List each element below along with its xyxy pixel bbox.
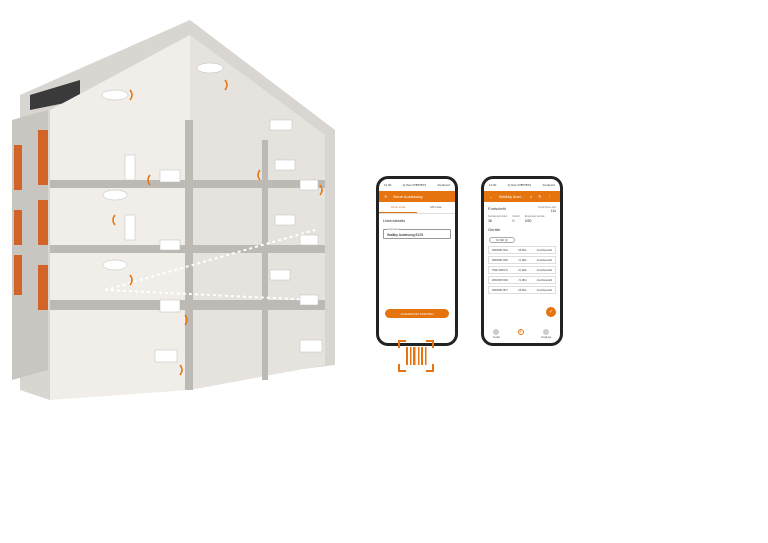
- stat-value: 0/30: [524, 219, 532, 223]
- field-label: Listenname: [387, 228, 400, 231]
- search-icon[interactable]: ⌕: [529, 194, 533, 199]
- phone-walkby-reading: 11:30 Q-Test 378878XX Funknetz ← Walkby …: [481, 176, 563, 346]
- device-status: Anschlusszahl: [536, 258, 552, 262]
- nav-label: Vorgänge: [540, 336, 552, 339]
- stat-value: 38: [488, 219, 492, 223]
- device-row[interactable]: WMW0871871 -65 dBm Anschlusszahl: [488, 286, 556, 294]
- device-id: WMW0874030: [492, 278, 508, 282]
- start-reading-button[interactable]: AUSLESUNG STARTEN: [385, 309, 449, 318]
- device-row[interactable]: HWE 28D0170 -61 dBm Anschlusszahl: [488, 266, 556, 274]
- device-rssi: -65 dBm: [517, 288, 527, 292]
- app-bar: ← Walkby Ausl... ⌕ ✎ ⋮: [484, 191, 560, 202]
- check-fab-button[interactable]: ✓: [546, 307, 556, 317]
- field-value: Walkby Auslesung 8125: [387, 233, 424, 237]
- device-id: WMW0871004: [492, 248, 508, 252]
- device-id: WMW0871480: [492, 258, 508, 262]
- stat-label: Geräte gefunden: [488, 215, 508, 218]
- device-status: Anschlusszahl: [536, 288, 552, 292]
- page-title: Neue Auslesung: [393, 194, 423, 199]
- stat-label: Erwartete Geräte: [524, 215, 545, 218]
- edit-icon[interactable]: ✎: [538, 194, 542, 199]
- device-rssi: -71 dBm: [517, 258, 527, 262]
- tab-without-list[interactable]: Ohne Liste: [379, 202, 417, 213]
- device-id: WMW0871871: [492, 288, 508, 292]
- status-device: Q-Test 378878XX: [507, 183, 532, 187]
- bottom-nav: Geräte + Vorgänge: [484, 329, 560, 339]
- more-icon[interactable]: ⋮: [547, 194, 552, 199]
- progress-title: Fortschritt: [488, 206, 506, 211]
- section-title: Listendetails: [383, 218, 406, 223]
- device-row[interactable]: WMW0874030 -71 dBm Anschlusszahl: [488, 276, 556, 284]
- stat-label: Fehler: [512, 215, 520, 218]
- device-status: Anschlusszahl: [536, 248, 552, 252]
- device-rssi: -71 dBm: [517, 278, 527, 282]
- app-bar: ✕ Neue Auslesung: [379, 191, 455, 202]
- status-network: Funknetz: [542, 183, 555, 187]
- phone-new-reading: 11:30 Q-Test 378878XX Funknetz ✕ Neue Au…: [376, 176, 458, 346]
- elapsed-value: 11s: [550, 209, 556, 213]
- house-cutaway-illustration: [12, 20, 335, 400]
- nav-processes[interactable]: Vorgänge: [541, 329, 551, 339]
- device-row[interactable]: WMW0871004 -55 dBm Anschlusszahl: [488, 246, 556, 254]
- close-icon[interactable]: ✕: [384, 194, 388, 199]
- nav-add[interactable]: +: [517, 329, 524, 335]
- stat-value: 0: [512, 219, 515, 223]
- device-rssi: -55 dBm: [517, 248, 527, 252]
- status-device: Q-Test 378878XX: [402, 183, 427, 187]
- barcode-scan-icon: [398, 340, 434, 372]
- device-rssi: -61 dBm: [517, 268, 527, 272]
- status-time: 11:30: [384, 183, 392, 187]
- list-name-input[interactable]: Listenname Walkby Auslesung 8125: [383, 228, 451, 239]
- device-row[interactable]: WMW0871480 -71 dBm Anschlusszahl: [488, 256, 556, 264]
- device-status: Anschlusszahl: [536, 268, 552, 272]
- page-title: Walkby Ausl...: [499, 194, 524, 199]
- status-bar: 11:30 Q-Test 378878XX Funknetz: [379, 179, 455, 191]
- status-time: 11:30: [489, 183, 497, 187]
- filter-button[interactable]: FILTER (0): [489, 237, 515, 243]
- elapsed-label: Verstrichene Zeit: [538, 206, 556, 209]
- devices-title: Geräte: [488, 227, 501, 232]
- nav-label: Geräte: [492, 336, 501, 339]
- status-bar: 11:30 Q-Test 378878XX Funknetz: [484, 179, 560, 191]
- nav-devices[interactable]: Geräte: [493, 329, 500, 339]
- status-network: Funknetz: [437, 183, 450, 187]
- device-id: HWE 28D0170: [492, 268, 508, 272]
- tab-with-list[interactable]: Mit Liste: [430, 205, 442, 209]
- back-arrow-icon[interactable]: ←: [489, 194, 493, 199]
- device-status: Anschlusszahl: [536, 278, 552, 282]
